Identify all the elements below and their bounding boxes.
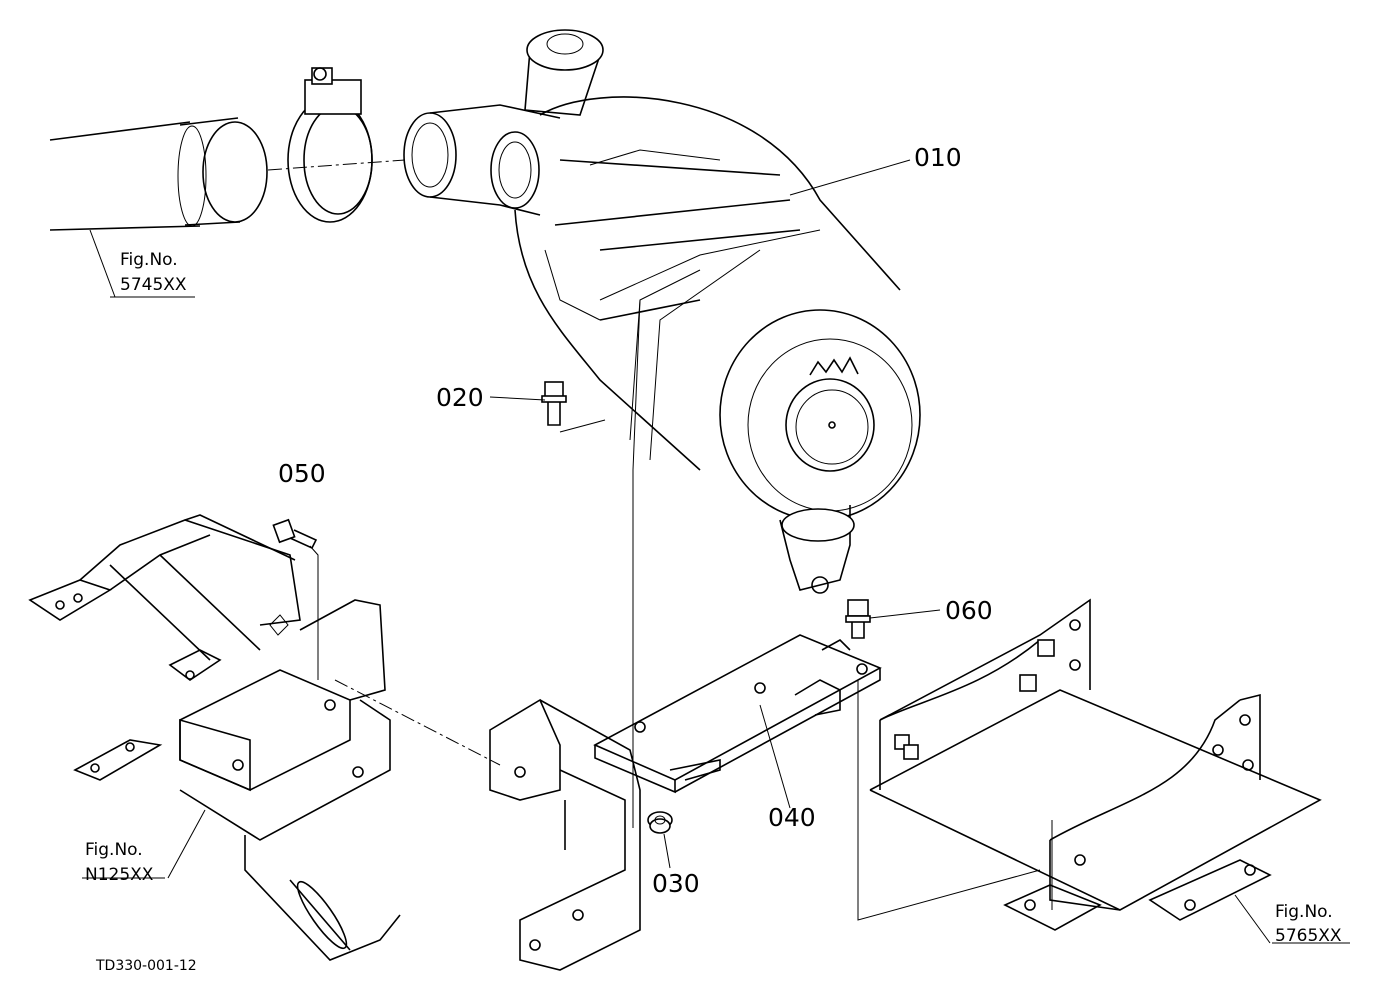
bolt-020 [541,381,606,433]
mounting-bracket-040 [593,634,882,794]
hose-clamp [287,67,373,223]
drawing-code: TD330-001-12 [95,958,197,974]
callout-050: 050 [278,459,326,488]
nut-030 [647,811,673,834]
leader-lines [82,159,1350,944]
callout-060: 060 [945,596,993,625]
assembly-lines [267,159,1053,921]
bolt-050 [272,518,319,680]
callout-020: 020 [436,383,484,412]
bolt-060 [845,599,871,639]
air-cleaner-body [514,96,921,594]
fig-ref-number-2: N125XX [85,865,154,885]
fig-ref-prefix-2: Fig.No. [85,840,143,860]
callout-030: 030 [652,869,700,898]
fig-ref-prefix-1: Fig.No. [120,250,178,270]
fig-ref-prefix-3: Fig.No. [1275,902,1333,922]
stand-bracket [489,698,641,971]
left-bracket-assembly [28,514,401,961]
fig-ref-number-3: 5765XX [1275,926,1342,946]
callout-labels: 010 020 050 060 040 030 [278,143,993,898]
fig-ref-number-1: 5745XX [120,275,187,295]
right-frame-bracket [869,598,1322,931]
intake-hose [49,117,268,231]
callout-040: 040 [768,803,816,832]
callout-010: 010 [914,143,962,172]
inlet-elbow [403,29,604,216]
figure-references: Fig.No. 5745XX Fig.No. N125XX Fig.No. 57… [85,250,1342,946]
